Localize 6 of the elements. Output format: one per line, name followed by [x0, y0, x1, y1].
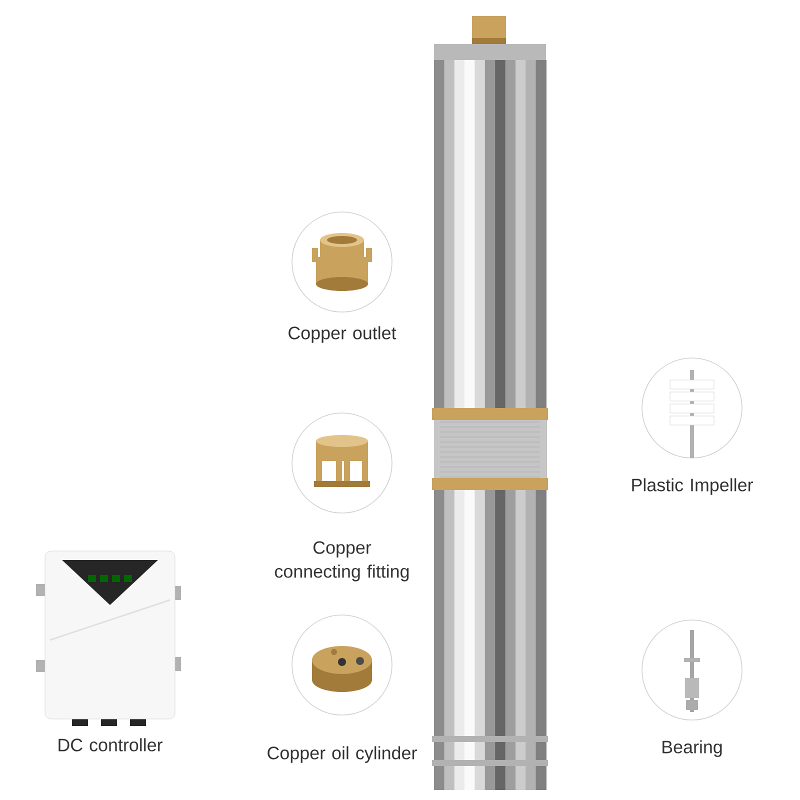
- part-label: Copper outlet: [288, 326, 396, 343]
- part-label: Bearing: [662, 740, 722, 757]
- part-label: Copper connecting fitting: [274, 541, 409, 582]
- part-label: DC controller: [58, 738, 162, 752]
- part-label: Plastic Impeller: [632, 478, 753, 495]
- part-label: Copper oil cylinder: [268, 746, 417, 763]
